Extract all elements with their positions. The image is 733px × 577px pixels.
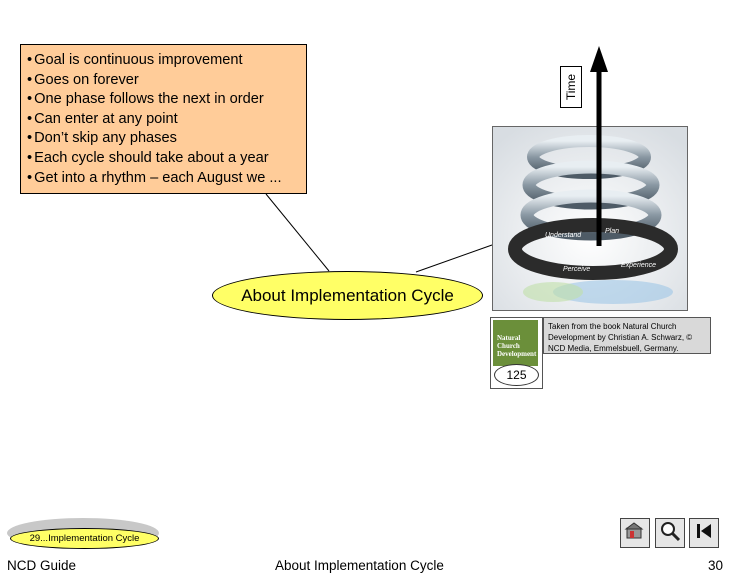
home-icon	[624, 520, 646, 547]
bullet-list-box: Goal is continuous improvement Goes on f…	[20, 44, 307, 194]
prev-slide-link-label: 29...Implementation Cycle	[29, 533, 140, 544]
ring-label-plan: Plan	[605, 228, 619, 235]
time-label-box: Time	[560, 66, 582, 108]
source-caption-text: Taken from the book Natural Church Devel…	[548, 322, 693, 353]
bullet-item: One phase follows the next in order	[27, 90, 302, 110]
ring-label-perceive: Perceive	[563, 266, 590, 273]
time-label: Time	[564, 73, 578, 101]
bullet-item: Don’t skip any phases	[27, 129, 302, 149]
search-button[interactable]	[655, 518, 685, 548]
book-page-oval: 125	[494, 364, 539, 386]
bullet-item: Can enter at any point	[27, 110, 302, 130]
footer-center-text: About Implementation Cycle	[275, 558, 444, 573]
topic-oval-label: About Implementation Cycle	[241, 285, 454, 305]
first-page-button[interactable]	[689, 518, 719, 548]
book-title-line: Development	[497, 350, 537, 358]
ring-label-experience: Experience	[621, 262, 656, 269]
prev-slide-link[interactable]: 29...Implementation Cycle	[10, 528, 159, 549]
home-button[interactable]	[620, 518, 650, 548]
book-title-line: Church	[497, 342, 520, 350]
topic-oval: About Implementation Cycle	[212, 271, 483, 320]
spring-illustration: Understand Plan Experience Perceive	[492, 126, 688, 311]
magnifier-icon	[659, 520, 681, 547]
bullet-item: Goal is continuous improvement	[27, 51, 302, 71]
ring-label-understand: Understand	[545, 232, 582, 239]
bullet-item: Each cycle should take about a year	[27, 149, 302, 169]
source-caption: Taken from the book Natural Church Devel…	[543, 317, 711, 354]
first-page-icon	[693, 520, 715, 547]
footer-page-number: 30	[707, 558, 723, 573]
book-thumbnail[interactable]: Natural Church Development 125	[490, 317, 543, 389]
footer-left-text: NCD Guide	[7, 558, 77, 573]
book-cover-image: Natural Church Development	[493, 320, 538, 366]
book-title-line: Natural	[497, 334, 521, 342]
book-page-number: 125	[506, 368, 527, 382]
bullet-item: Get into a rhythm – each August we ...	[27, 169, 302, 189]
bullet-item: Goes on forever	[27, 71, 302, 91]
